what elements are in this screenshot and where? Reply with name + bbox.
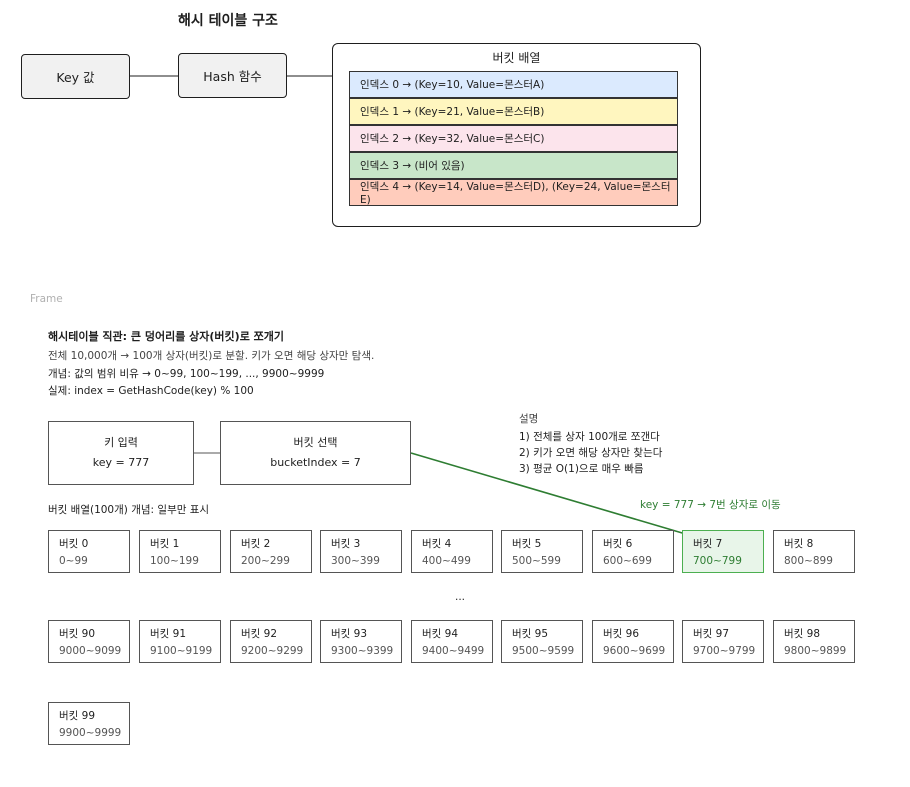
bucket-name: 버킷 4 xyxy=(422,538,452,550)
bucket-name: 버킷 0 xyxy=(59,538,89,550)
bucket-name: 버킷 2 xyxy=(241,538,271,550)
bucket-name: 버킷 91 xyxy=(150,628,187,640)
bucket-row-4: 인덱스 4 → (Key=14, Value=몬스터D), (Key=24, V… xyxy=(349,179,678,206)
frame-label: Frame xyxy=(30,293,63,305)
frame-heading: 해시테이블 직관: 큰 덩어리를 상자(버킷)로 쪼개기 xyxy=(48,330,284,343)
bucket-range: 300~399 xyxy=(331,555,380,567)
key-box: Key 값 xyxy=(21,54,130,99)
description-title: 설명 xyxy=(519,413,539,425)
bucket-range: 500~599 xyxy=(512,555,561,567)
bucket-98: 버킷 98 9800~9899 xyxy=(773,620,855,663)
bucket-5: 버킷 5 500~599 xyxy=(501,530,583,573)
description-line-3: 3) 평균 O(1)으로 매우 빠름 xyxy=(519,463,644,475)
bucket-name: 버킷 1 xyxy=(150,538,180,550)
bucket-8: 버킷 8 800~899 xyxy=(773,530,855,573)
bucket-name: 버킷 96 xyxy=(603,628,640,640)
bucket-name: 버킷 7 xyxy=(693,538,723,550)
description-line-1: 1) 전체를 상자 100개로 쪼갠다 xyxy=(519,431,660,443)
bucket-range: 9100~9199 xyxy=(150,645,213,657)
bucket-row-0: 인덱스 0 → (Key=10, Value=몬스터A) xyxy=(349,71,678,98)
frame-line-2: 개념: 값의 범위 비유 → 0~99, 100~199, ..., 9900~… xyxy=(48,368,325,380)
bucket-90: 버킷 90 9000~9099 xyxy=(48,620,130,663)
ellipsis: ... xyxy=(455,591,466,603)
bucket-93: 버킷 93 9300~9399 xyxy=(320,620,402,663)
array-caption: 버킷 배열(100개) 개념: 일부만 표시 xyxy=(48,504,210,516)
bucket-range: 9500~9599 xyxy=(512,645,575,657)
bucket-select-title: 버킷 선택 xyxy=(293,436,338,449)
bucket-name: 버킷 5 xyxy=(512,538,542,550)
bucket-select-value: bucketIndex = 7 xyxy=(270,456,361,469)
bucket-name: 버킷 6 xyxy=(603,538,633,550)
bucket-range: 200~299 xyxy=(241,555,290,567)
bucket-6: 버킷 6 600~699 xyxy=(592,530,674,573)
bucket-0: 버킷 0 0~99 xyxy=(48,530,130,573)
key-input-box: 키 입력 key = 777 xyxy=(48,421,194,485)
bucket-name: 버킷 3 xyxy=(331,538,361,550)
bucket-range: 9900~9999 xyxy=(59,727,122,739)
top-title: 해시 테이블 구조 xyxy=(178,13,278,29)
frame-line-1: 전체 10,000개 → 100개 상자(버킷)로 분할. 키가 오면 해당 상… xyxy=(48,350,375,362)
bucket-range: 700~799 xyxy=(693,555,742,567)
bucket-name: 버킷 97 xyxy=(693,628,730,640)
hash-function-box: Hash 함수 xyxy=(178,53,287,98)
bucket-91: 버킷 91 9100~9199 xyxy=(139,620,221,663)
bucket-7: 버킷 7 700~799 xyxy=(682,530,764,573)
bucket-range: 9300~9399 xyxy=(331,645,394,657)
bucket-range: 9800~9899 xyxy=(784,645,847,657)
bucket-94: 버킷 94 9400~9499 xyxy=(411,620,493,663)
bucket-name: 버킷 98 xyxy=(784,628,821,640)
key-input-title: 키 입력 xyxy=(104,436,138,449)
bucket-97: 버킷 97 9700~9799 xyxy=(682,620,764,663)
bucket-3: 버킷 3 300~399 xyxy=(320,530,402,573)
bucket-select-box: 버킷 선택 bucketIndex = 7 xyxy=(220,421,411,485)
bucket-95: 버킷 95 9500~9599 xyxy=(501,620,583,663)
bucket-4: 버킷 4 400~499 xyxy=(411,530,493,573)
bucket-1: 버킷 1 100~199 xyxy=(139,530,221,573)
bucket-range: 9400~9499 xyxy=(422,645,485,657)
bucket-row-3: 인덱스 3 → (비어 있음) xyxy=(349,152,678,179)
bucket-row-1: 인덱스 1 → (Key=21, Value=몬스터B) xyxy=(349,98,678,125)
bucket-arrow-line xyxy=(410,452,707,541)
key-input-value: key = 777 xyxy=(92,456,150,469)
bucket-range: 800~899 xyxy=(784,555,833,567)
bucket-range: 100~199 xyxy=(150,555,199,567)
bucket-name: 버킷 93 xyxy=(331,628,368,640)
bucket-array-title: 버킷 배열 xyxy=(492,51,541,65)
bucket-range: 9700~9799 xyxy=(693,645,756,657)
bucket-range: 400~499 xyxy=(422,555,471,567)
arrow-label: key = 777 → 7번 상자로 이동 xyxy=(640,499,781,511)
bucket-row-2: 인덱스 2 → (Key=32, Value=몬스터C) xyxy=(349,125,678,152)
bucket-96: 버킷 96 9600~9699 xyxy=(592,620,674,663)
description-line-2: 2) 키가 오면 해당 상자만 찾는다 xyxy=(519,447,663,459)
hash-box-label: Hash 함수 xyxy=(203,69,262,84)
bucket-name: 버킷 92 xyxy=(241,628,278,640)
key-box-label: Key 값 xyxy=(56,70,95,85)
bucket-name: 버킷 94 xyxy=(422,628,459,640)
bucket-name: 버킷 8 xyxy=(784,538,814,550)
bucket-range: 600~699 xyxy=(603,555,652,567)
bucket-name: 버킷 99 xyxy=(59,710,96,722)
bucket-range: 9200~9299 xyxy=(241,645,304,657)
bucket-92: 버킷 92 9200~9299 xyxy=(230,620,312,663)
bucket-range: 0~99 xyxy=(59,555,88,567)
bucket-range: 9600~9699 xyxy=(603,645,666,657)
frame-line-3: 실제: index = GetHashCode(key) % 100 xyxy=(48,385,254,397)
bucket-name: 버킷 90 xyxy=(59,628,96,640)
bucket-99: 버킷 99 9900~9999 xyxy=(48,702,130,745)
bucket-range: 9000~9099 xyxy=(59,645,122,657)
bucket-2: 버킷 2 200~299 xyxy=(230,530,312,573)
bucket-name: 버킷 95 xyxy=(512,628,549,640)
